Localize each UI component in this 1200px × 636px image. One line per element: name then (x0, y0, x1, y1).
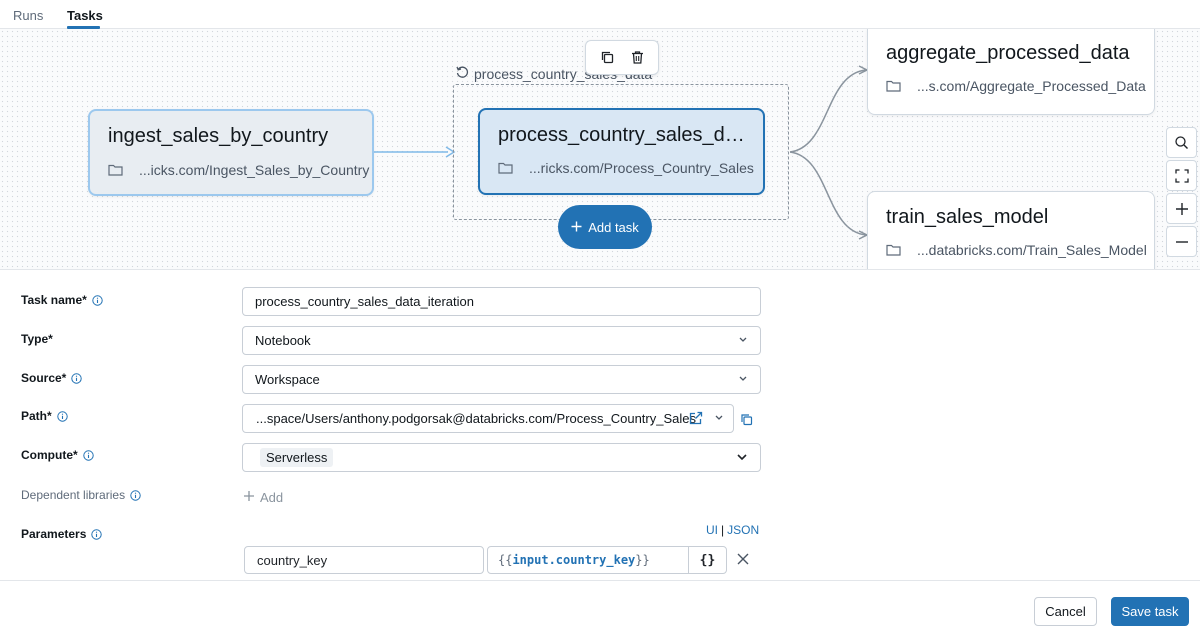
task-name-input[interactable]: process_country_sales_data_iteration (242, 287, 761, 316)
type-select[interactable]: Notebook (242, 326, 761, 355)
info-icon[interactable] (92, 294, 103, 306)
mode-separator: | (721, 523, 725, 537)
type-label-text: Type* (21, 332, 53, 346)
dag-canvas[interactable]: ingest_sales_by_country ...icks.com/Inge… (0, 29, 1200, 270)
task-node-title: aggregate_processed_data (886, 42, 1130, 64)
task-node-path-text: ...databricks.com/Train_Sales_Model (917, 242, 1147, 258)
task-node-process[interactable]: process_country_sales_data... ...ricks.c… (478, 108, 765, 195)
folder-icon (498, 162, 513, 174)
folder-icon (108, 164, 123, 176)
tab-tasks[interactable]: Tasks (67, 8, 103, 23)
cancel-button[interactable]: Cancel (1034, 597, 1097, 626)
chevron-down-icon (738, 336, 748, 343)
task-node-title: process_country_sales_data... (498, 124, 749, 146)
loop-icon (455, 65, 470, 83)
folder-icon (886, 80, 901, 92)
add-task-button[interactable]: Add task (558, 205, 652, 249)
trash-icon[interactable] (630, 50, 645, 65)
edge-ingest-arrow (445, 146, 456, 158)
source-label-text: Source* (21, 371, 67, 385)
compute-label: Compute* (21, 448, 94, 462)
edge-process-to-aggregate (789, 69, 867, 153)
parameters-label-text: Parameters (21, 527, 87, 541)
compute-value: Serverless (260, 448, 334, 467)
save-task-button[interactable]: Save task (1111, 597, 1189, 626)
copy-path-icon[interactable] (740, 413, 753, 426)
add-task-label: Add task (588, 219, 639, 235)
mode-json-link[interactable]: JSON (727, 523, 760, 537)
mode-ui-link[interactable]: UI (706, 523, 718, 537)
parameters-mode-toggle: UI|JSON (706, 523, 759, 537)
canvas-controls (1166, 127, 1198, 259)
fit-view-icon[interactable] (1166, 160, 1197, 191)
copy-icon[interactable] (600, 50, 615, 65)
tab-bar: Runs Tasks (0, 0, 1200, 29)
zoom-out-icon[interactable] (1166, 226, 1197, 257)
form-footer: Cancel Save task (0, 580, 1200, 636)
path-value: ...space/Users/anthony.podgorsak@databri… (256, 411, 697, 426)
type-value: Notebook (255, 333, 311, 348)
task-node-path: ...icks.com/Ingest_Sales_by_Country (108, 162, 369, 178)
task-name-value: process_country_sales_data_iteration (255, 294, 474, 309)
edge-process-to-train (789, 151, 867, 236)
external-link-icon[interactable] (689, 411, 703, 425)
dependent-libraries-label: Dependent libraries (21, 488, 141, 502)
task-node-path: ...ricks.com/Process_Country_Sales (498, 160, 754, 176)
param-token: input.country_key (512, 553, 636, 567)
task-form: Task name* process_country_sales_data_it… (0, 270, 1200, 580)
source-label: Source* (21, 371, 83, 385)
parameter-key-input[interactable]: country_key (244, 546, 484, 574)
task-node-train[interactable]: train_sales_model ...databricks.com/Trai… (867, 191, 1155, 269)
param-brace-open: {{ (498, 553, 513, 567)
task-name-label-text: Task name* (21, 293, 87, 307)
dynamic-value-button[interactable]: {} (688, 546, 727, 574)
search-icon[interactable] (1166, 127, 1197, 158)
info-icon[interactable] (56, 410, 68, 422)
compute-label-text: Compute* (21, 448, 78, 462)
plus-icon (243, 490, 255, 505)
task-name-label: Task name* (21, 293, 103, 307)
tab-runs[interactable]: Runs (13, 8, 44, 23)
info-icon[interactable] (82, 449, 94, 461)
chevron-down-icon (738, 375, 748, 382)
task-node-path-text: ...ricks.com/Process_Country_Sales (529, 160, 754, 176)
task-node-path: ...databricks.com/Train_Sales_Model (886, 242, 1147, 258)
folder-icon (886, 244, 901, 256)
task-node-ingest[interactable]: ingest_sales_by_country ...icks.com/Inge… (88, 109, 374, 196)
path-label-text: Path* (21, 409, 52, 423)
add-library-label: Add (260, 490, 284, 505)
plus-icon (571, 220, 582, 235)
parameters-label: Parameters (21, 527, 103, 541)
zoom-in-icon[interactable] (1166, 193, 1197, 224)
compute-select[interactable]: Serverless (242, 443, 761, 472)
info-icon[interactable] (130, 489, 141, 501)
add-library-button[interactable]: Add (243, 490, 283, 505)
task-node-path: ...s.com/Aggregate_Processed_Data (886, 78, 1146, 94)
chevron-down-icon (736, 453, 748, 461)
active-tab-indicator (67, 26, 100, 29)
node-toolbar (585, 40, 659, 75)
task-node-path-text: ...icks.com/Ingest_Sales_by_Country (139, 162, 370, 178)
chevron-down-icon (714, 414, 724, 421)
task-node-aggregate[interactable]: aggregate_processed_data ...s.com/Aggreg… (867, 29, 1155, 115)
dependent-libraries-label-text: Dependent libraries (21, 488, 126, 502)
task-node-path-text: ...s.com/Aggregate_Processed_Data (917, 78, 1146, 94)
close-icon[interactable] (737, 553, 749, 565)
path-label: Path* (21, 409, 68, 423)
source-value: Workspace (255, 372, 320, 387)
task-node-title: ingest_sales_by_country (108, 125, 329, 147)
parameter-key-value: country_key (257, 552, 328, 568)
dag-edges (374, 65, 869, 240)
path-select[interactable]: ...space/Users/anthony.podgorsak@databri… (242, 404, 734, 433)
info-icon[interactable] (71, 372, 83, 384)
task-node-title: train_sales_model (886, 206, 1049, 228)
parameter-value-input[interactable]: {{input.country_key}} (487, 546, 689, 574)
param-brace-close: }} (635, 553, 650, 567)
info-icon[interactable] (91, 528, 103, 540)
type-label: Type* (21, 332, 53, 346)
source-select[interactable]: Workspace (242, 365, 761, 394)
